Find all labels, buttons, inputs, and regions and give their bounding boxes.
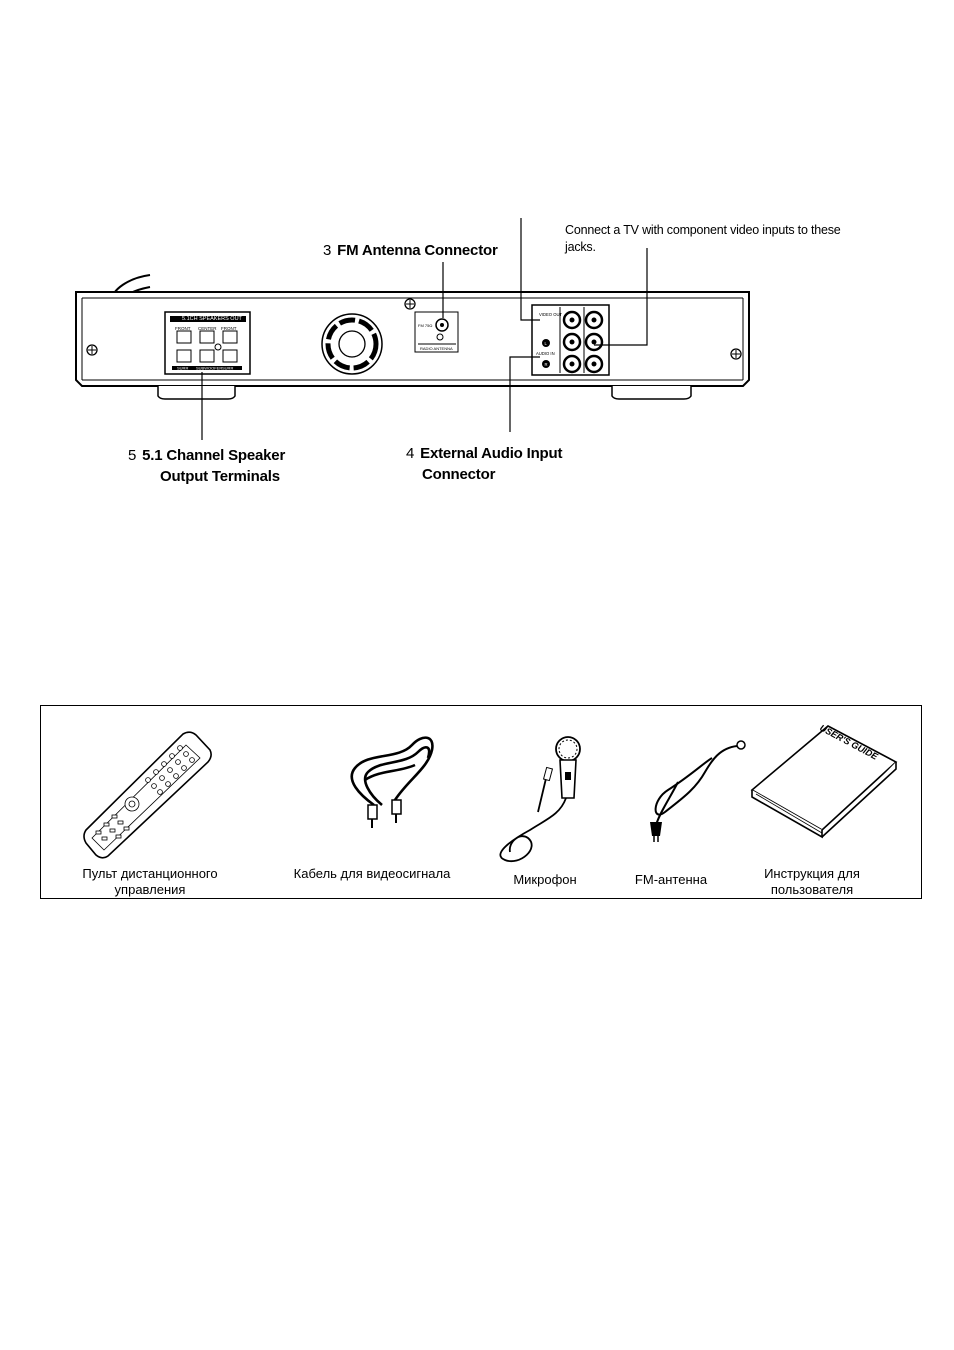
- chassis-foot-left: [157, 386, 236, 400]
- fm-callout-number: 3: [323, 242, 332, 259]
- audio-in-label: AUDIO IN: [536, 351, 555, 356]
- speaker-terminals-callout: 5 5.1 Channel Speaker Output Terminals: [128, 445, 285, 487]
- surround-l-label: SURR: [177, 366, 188, 371]
- av-jack-panel: [531, 304, 610, 376]
- component-video-callout: Connect a TV with component video inputs…: [565, 223, 841, 254]
- leader-lines: [201, 218, 648, 440]
- accessory-label-video-cable: Кабель для видеосигнала: [293, 866, 451, 881]
- audio-r-label: R: [545, 362, 548, 367]
- audio-callout-number: 4: [406, 445, 415, 462]
- audio-input-callout: 4 External Audio Input Connector: [406, 443, 562, 485]
- center-label: CENTER: [198, 326, 217, 331]
- accessory-label-users-guide: Инструкция для пользователя: [764, 866, 860, 897]
- fm-small-label: FM 75Ω: [418, 323, 432, 328]
- screw-icon: [86, 344, 98, 356]
- audio-callout-line1: External Audio Input: [420, 445, 563, 462]
- rear-panel-illustration: 5.1CH SPEAKERS OUT FRONT CENTER FRONT SU…: [75, 218, 750, 440]
- fm-antenna-callout: 3 FM Antenna Connector: [323, 240, 498, 261]
- audio-callout-line2: Connector: [422, 466, 496, 483]
- screw-icon: [730, 348, 742, 360]
- video-out-label: VIDEO OUT: [539, 312, 562, 317]
- front-r-label: FRONT: [221, 326, 237, 331]
- accessory-label-fm-antenna: FM-антенна: [634, 872, 708, 887]
- speaker-terminal-block: [164, 311, 251, 375]
- cooling-fan-icon: [321, 313, 383, 375]
- speaker-callout-line2: Output Terminals: [160, 468, 280, 485]
- surround-r-label: SURR: [222, 366, 233, 371]
- audio-l-label: L: [545, 341, 548, 346]
- accessory-label-microphone: Микрофон: [513, 872, 577, 887]
- subwoofer-label: SUBWOOFER: [196, 366, 222, 371]
- front-l-label: FRONT: [175, 326, 191, 331]
- radio-antenna-label: RADIO ANTENNA: [420, 346, 453, 351]
- chassis-foot-right: [611, 386, 692, 400]
- fm-callout-text: FM Antenna Connector: [337, 242, 498, 259]
- speaker-callout-line1: 5.1 Channel Speaker: [142, 447, 286, 464]
- screw-icon: [404, 298, 416, 310]
- accessories-box: [40, 705, 922, 899]
- fm-antenna-plate: [414, 311, 459, 353]
- accessory-label-remote: Пульт дистанционного управления: [82, 866, 218, 897]
- speakers-out-label: 5.1CH SPEAKERS OUT: [182, 316, 243, 322]
- speaker-callout-number: 5: [128, 447, 137, 464]
